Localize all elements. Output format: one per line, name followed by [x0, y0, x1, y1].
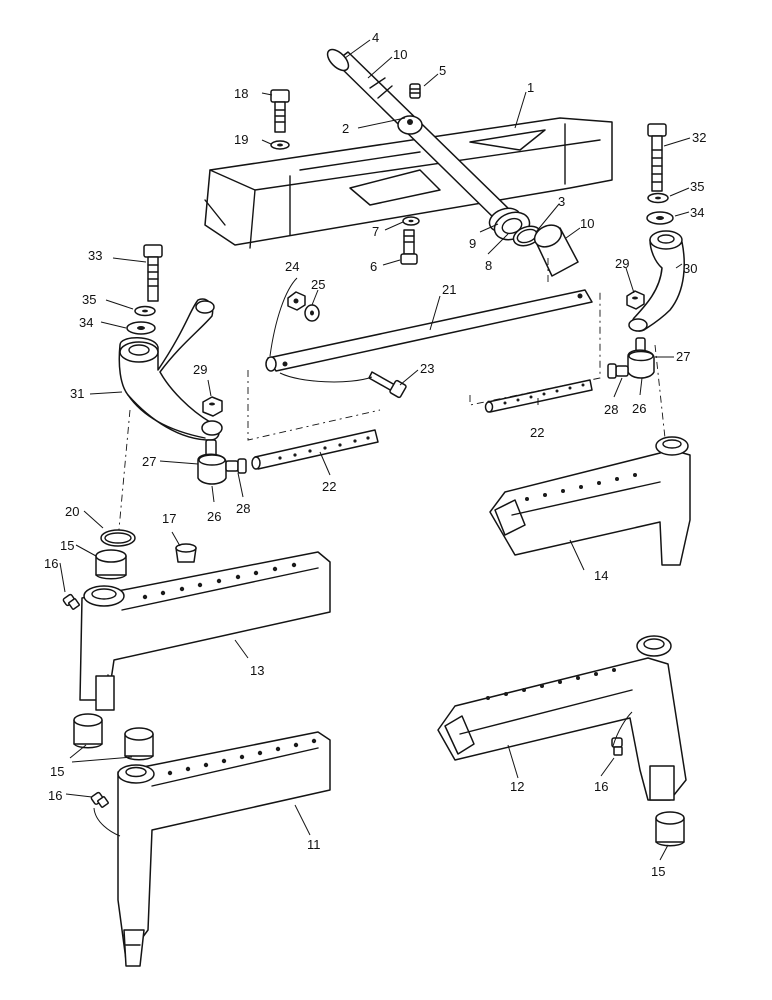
part-26-ball-joint-right — [627, 337, 655, 379]
part-15-bush-middle-left — [73, 713, 103, 749]
callout-27-right: 27 — [676, 349, 690, 364]
callout-34-left: 34 — [79, 315, 93, 330]
callout-22-left: 22 — [322, 479, 336, 494]
part-16-grease-nipple-middle — [90, 791, 109, 808]
part-23-bolt — [368, 371, 407, 399]
part-32-bolt — [647, 123, 667, 192]
part-14-wheel-leg — [489, 436, 691, 566]
callout-9: 9 — [469, 236, 476, 251]
part-34-washer-left — [126, 321, 156, 335]
part-24-nut — [287, 291, 306, 311]
callout-10-upper: 10 — [393, 47, 407, 62]
callout-15-bottom: 15 — [651, 864, 665, 879]
part-16-grease-nipple-top — [62, 593, 80, 610]
part-16-grease-nipple-right — [611, 737, 623, 756]
part-18-bolt — [270, 89, 290, 133]
part-17-cap — [175, 543, 197, 563]
part-22-adjusting-tube-left — [251, 429, 379, 470]
callout-20: 20 — [65, 504, 79, 519]
callout-25: 25 — [311, 277, 325, 292]
callout-31: 31 — [70, 386, 84, 401]
part-5-grease-nipple — [409, 83, 421, 99]
callout-16-right: 16 — [594, 779, 608, 794]
part-3-o-ring — [512, 225, 542, 247]
part-7-washer — [402, 216, 420, 226]
part-33-bolt — [143, 244, 163, 302]
part-34-washer-right — [646, 211, 674, 225]
callout-30: 30 — [683, 261, 697, 276]
part-28-grease-nipple-right — [607, 363, 629, 379]
callout-18: 18 — [234, 86, 248, 101]
callout-35-right: 35 — [690, 179, 704, 194]
part-22-adjusting-tube-right — [484, 379, 593, 413]
callout-26-right: 26 — [632, 401, 646, 416]
part-26-ball-joint-left — [197, 439, 227, 485]
callout-16-top: 16 — [44, 556, 58, 571]
part-25-washer — [304, 304, 320, 322]
part-15-bush-bottom — [655, 811, 685, 847]
callout-12: 12 — [510, 779, 524, 794]
callout-34-right: 34 — [690, 205, 704, 220]
callout-22-right: 22 — [530, 425, 544, 440]
callout-32: 32 — [692, 130, 706, 145]
callout-33: 33 — [88, 248, 102, 263]
part-13-wheel-leg — [79, 551, 331, 711]
callout-28-left: 28 — [236, 501, 250, 516]
callout-35-left: 35 — [82, 292, 96, 307]
part-28-grease-nipple-left — [225, 458, 247, 474]
assembly-center-lines — [117, 258, 666, 541]
callout-13: 13 — [250, 663, 264, 678]
callout-3: 3 — [558, 194, 565, 209]
callout-26-left: 26 — [207, 509, 221, 524]
callout-15-top: 15 — [60, 538, 74, 553]
callout-6: 6 — [370, 259, 377, 274]
callout-1: 1 — [527, 80, 534, 95]
callout-28-right: 28 — [604, 402, 618, 417]
callout-10-lower: 10 — [580, 216, 594, 231]
callout-2: 2 — [342, 121, 349, 136]
callout-15-middle: 15 — [50, 764, 64, 779]
part-21-tie-rod — [265, 289, 593, 372]
part-1-axle-beam — [204, 117, 613, 249]
callout-8: 8 — [485, 258, 492, 273]
part-15-bush-middle-right — [124, 727, 154, 761]
part-11-wheel-leg — [117, 731, 331, 967]
leader-lines — [59, 39, 691, 861]
callout-27-left: 27 — [142, 454, 156, 469]
part-19-washer — [270, 140, 290, 150]
callout-labels: 4 10 5 1 2 18 19 9 8 3 10 7 6 24 25 21 2… — [44, 30, 706, 879]
callout-21: 21 — [442, 282, 456, 297]
callout-19: 19 — [234, 132, 248, 147]
callout-11: 11 — [307, 837, 321, 852]
callout-17: 17 — [162, 511, 176, 526]
part-29-nut-right — [626, 290, 645, 310]
part-12-wheel-leg — [437, 635, 687, 801]
part-35-spring-washer-right — [647, 192, 669, 204]
part-20-o-ring — [100, 529, 136, 547]
callout-5: 5 — [439, 63, 446, 78]
part-15-bush-top — [95, 549, 127, 580]
callout-4: 4 — [372, 30, 379, 45]
callout-29-left: 29 — [193, 362, 207, 377]
callout-23: 23 — [420, 361, 434, 376]
callout-16-middle: 16 — [48, 788, 62, 803]
callout-7: 7 — [372, 224, 379, 239]
callout-24: 24 — [285, 259, 299, 274]
callout-14: 14 — [594, 568, 608, 583]
part-6-bolt — [400, 229, 418, 265]
part-35-spring-washer-left — [134, 305, 156, 317]
part-30-steering-arm-right — [628, 230, 685, 332]
part-10-bushing-lower — [533, 224, 579, 277]
part-29-nut-left — [202, 396, 223, 417]
callout-29-right: 29 — [615, 256, 629, 271]
part-31-steering-arm-left — [118, 298, 223, 441]
